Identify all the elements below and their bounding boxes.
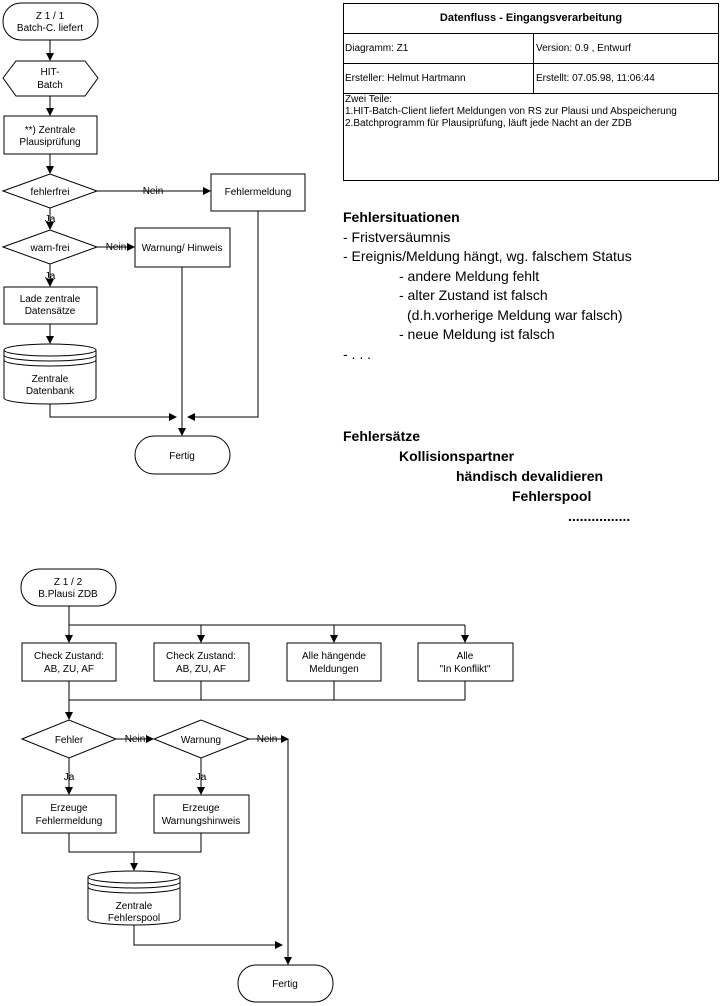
desc-line-1: 1.HIT-Batch-Client liefert Meldungen von…: [345, 106, 677, 117]
error-subitem-note: (d.h.vorherige Meldung war falsch): [407, 306, 623, 323]
flow2-check-label-1a: Check Zustand:: [34, 651, 104, 662]
flow2-erzeuge-label-1a: Erzeuge: [50, 803, 88, 814]
flow2-check-label-2a: Check Zustand:: [166, 651, 236, 662]
info-author: Ersteller: Helmut Hartmann: [345, 73, 466, 84]
flow2-nein-label-1: Nein: [125, 734, 146, 745]
desc-title: Zwei Teile:: [345, 94, 393, 105]
info-description: Zwei Teile: 1.HIT-Batch-Client liefert M…: [345, 94, 677, 130]
flow2-start-label-1: Z 1 / 2: [54, 577, 83, 588]
flow1-fehlerfrei-label: fehlerfrei: [31, 187, 70, 198]
flow2-check-box-1: [21, 642, 117, 682]
flow1-fertig-node: [134, 435, 231, 475]
flow2-db-label-1: Zentrale: [116, 901, 153, 912]
flow1-fertig-label: Fertig: [169, 451, 195, 462]
flow2-nein-label-2: Nein: [257, 734, 278, 745]
error-item: - . . .: [343, 345, 371, 362]
error-records-line: Fehlerspool: [512, 488, 592, 504]
info-box: Datenfluss - Eingangsverarbeitung Diagra…: [343, 3, 719, 181]
info-divider: [344, 93, 718, 94]
flow1-warnfrei-label: warn-frei: [30, 243, 70, 254]
flow1-start-label-2: Batch-C. liefert: [17, 23, 83, 34]
error-records-heading: Fehlersätze: [343, 428, 421, 444]
flow1-hit-label-2: Batch: [37, 80, 63, 91]
desc-line-2: 2.Batchprogramm für Plausiprüfung, läuft…: [345, 118, 632, 129]
flow2-check-label-4a: Alle: [457, 651, 474, 662]
flow2-erzeuge-label-2b: Warnungshinweis: [162, 816, 241, 827]
flow2-check-label-1b: AB, ZU, AF: [44, 664, 94, 675]
flow2-erzeuge-box-2: [153, 794, 250, 834]
info-divider: [344, 63, 718, 64]
flow2-erzeuge-label-2a: Erzeuge: [182, 803, 220, 814]
flow2-erzeuge-label-1b: Fehlermeldung: [36, 816, 103, 827]
flow2-fehler-label: Fehler: [55, 735, 84, 746]
flow2-check-box-3: [286, 642, 382, 682]
flow2-ja-label-2: Ja: [196, 772, 207, 783]
flow2-check-label-3b: Meldungen: [309, 664, 358, 675]
flow1-fehlermeldung-label: Fehlermeldung: [225, 187, 292, 198]
info-column-divider: [533, 34, 534, 94]
flow1-lade-label-2: Datensätze: [25, 306, 76, 317]
flow2-ja-label-1: Ja: [64, 772, 75, 783]
info-version: Version: 0.9 , Entwurf: [536, 43, 632, 54]
flow2-check-box-2: [153, 642, 250, 682]
flow1-ja-label-2: Ja: [45, 271, 56, 282]
flow2-start-label-2: B.Plausi ZDB: [38, 589, 98, 600]
error-situations: Fehlersituationen - Fristversäumnis - Er…: [343, 208, 632, 364]
flow2-check-box-4: [417, 642, 514, 682]
info-title: Datenfluss - Eingangsverarbeitung: [344, 4, 718, 34]
error-item: - Ereignis/Meldung hängt, wg. falschem S…: [343, 248, 632, 264]
flow1-hit-label-1: HIT-: [41, 67, 60, 78]
error-heading: Fehlersituationen: [343, 209, 460, 225]
error-item: - Fristversäumnis: [343, 228, 451, 245]
error-records-line: händisch devalidieren: [456, 468, 604, 484]
flow1-check-label-2: Plausiprüfung: [19, 137, 80, 148]
flow1-nein-label-2: Nein: [106, 242, 127, 253]
flow2-check-label-3a: Alle hängende: [302, 651, 366, 662]
flow2-warnung-label: Warnung: [181, 735, 221, 746]
flow2-db-label-2: Fehlerspool: [108, 913, 160, 924]
flow1-warnung-label: Warnung/ Hinweis: [142, 243, 223, 254]
error-records-line: Kollisionspartner: [399, 448, 515, 464]
info-created: Erstellt: 07.05.98, 11:06:44: [536, 73, 655, 84]
error-records: Fehlersätze Kollisionspartner händisch d…: [343, 426, 630, 526]
flow2-erzeuge-box-1: [21, 794, 117, 834]
flow2-check-label-4b: "In Konflikt": [439, 664, 490, 675]
error-subitem: - alter Zustand ist falsch: [399, 287, 548, 303]
flow2-fertig-label: Fertig: [272, 979, 298, 990]
flow1-check-label-1: **) Zentrale: [25, 125, 76, 136]
info-diagram: Diagramm: Z1: [345, 43, 409, 54]
error-subitem: - andere Meldung fehlt: [399, 267, 540, 284]
error-subitem: - neue Meldung ist falsch: [399, 326, 555, 342]
flow1-db-label-2: Datenbank: [26, 386, 75, 397]
error-records-line: ................: [568, 508, 631, 524]
flow2-check-label-2b: AB, ZU, AF: [176, 664, 226, 675]
flow1-nein-label-1: Nein: [143, 186, 164, 197]
flow1-hit-batch-node: [2, 60, 99, 97]
flow1-start-label-1: Z 1 / 1: [36, 11, 65, 22]
flow1-db-label-1: Zentrale: [32, 374, 69, 385]
flow1-lade-label-1: Lade zentrale: [20, 294, 81, 305]
flow2-fertig-node: [237, 964, 334, 1003]
flow1-ja-label-1: Ja: [45, 214, 56, 225]
